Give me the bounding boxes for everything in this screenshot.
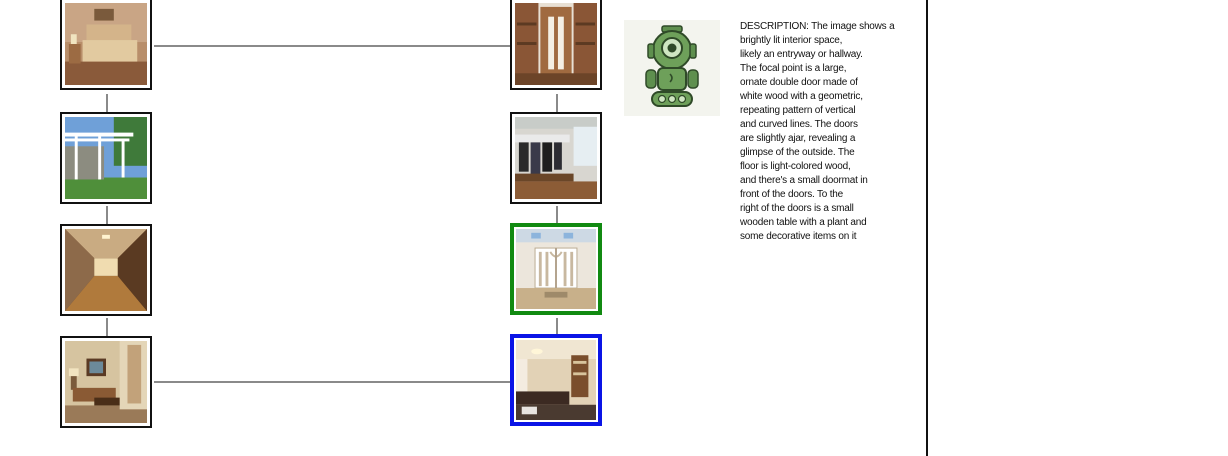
thumbnail-bedroom[interactable] — [60, 0, 152, 90]
image-description: DESCRIPTION: The image shows a brightly … — [740, 21, 895, 242]
connector-right-3 — [556, 318, 558, 336]
connector-top — [154, 45, 510, 47]
connector-right-1 — [556, 94, 558, 112]
thumbnail-mudroom[interactable] — [510, 112, 602, 204]
thumbnail-closet-shelves[interactable] — [510, 0, 602, 90]
connector-right-2 — [556, 206, 558, 224]
thumbnail-sitting-room[interactable] — [510, 334, 602, 426]
connector-bottom — [154, 381, 510, 383]
connector-left-3 — [106, 318, 108, 336]
robot-avatar — [624, 20, 720, 116]
connector-left-2 — [106, 206, 108, 224]
connector-left-1 — [106, 94, 108, 112]
thumbnail-hallway[interactable] — [60, 224, 152, 316]
thumbnail-pergola-patio[interactable] — [60, 112, 152, 204]
panel-divider — [926, 0, 928, 456]
thumbnail-living-room[interactable] — [60, 336, 152, 428]
robot-icon — [645, 25, 699, 107]
thumbnail-double-door-entryway[interactable] — [510, 223, 602, 315]
right-thumbnail-column — [508, 0, 604, 456]
